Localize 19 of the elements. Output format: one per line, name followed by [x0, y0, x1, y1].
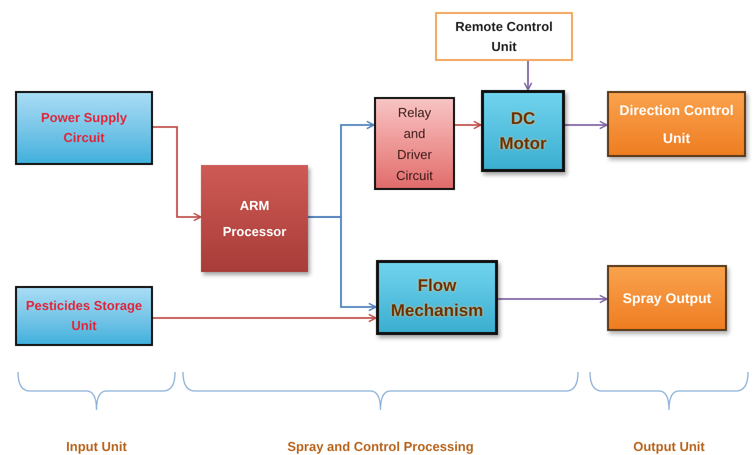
- actuator-box: Flow Mechanism: [376, 260, 498, 335]
- arrow: [565, 120, 608, 130]
- arrow: [153, 126, 202, 222]
- arrow: [524, 61, 532, 91]
- remote-box: Remote Control Unit: [435, 12, 573, 61]
- actuator-box: DC Motor: [481, 90, 565, 172]
- arrow: [455, 120, 482, 130]
- output-box: Spray Output: [607, 265, 727, 331]
- processor-box: ARM Processor: [201, 165, 308, 272]
- arrow: [498, 294, 608, 304]
- arrow: [153, 314, 377, 322]
- group-label: Output Unit: [633, 438, 705, 455]
- relay-box: Relay and Driver Circuit: [374, 97, 455, 190]
- input-box: Pesticides Storage Unit: [15, 286, 153, 346]
- group-label: Input Unit: [66, 438, 127, 455]
- arrow: [308, 216, 377, 312]
- input-box: Power Supply Circuit: [15, 91, 153, 165]
- group-label: Spray and Control Processing: [287, 438, 474, 455]
- output-box: Direction Control Unit: [607, 91, 746, 157]
